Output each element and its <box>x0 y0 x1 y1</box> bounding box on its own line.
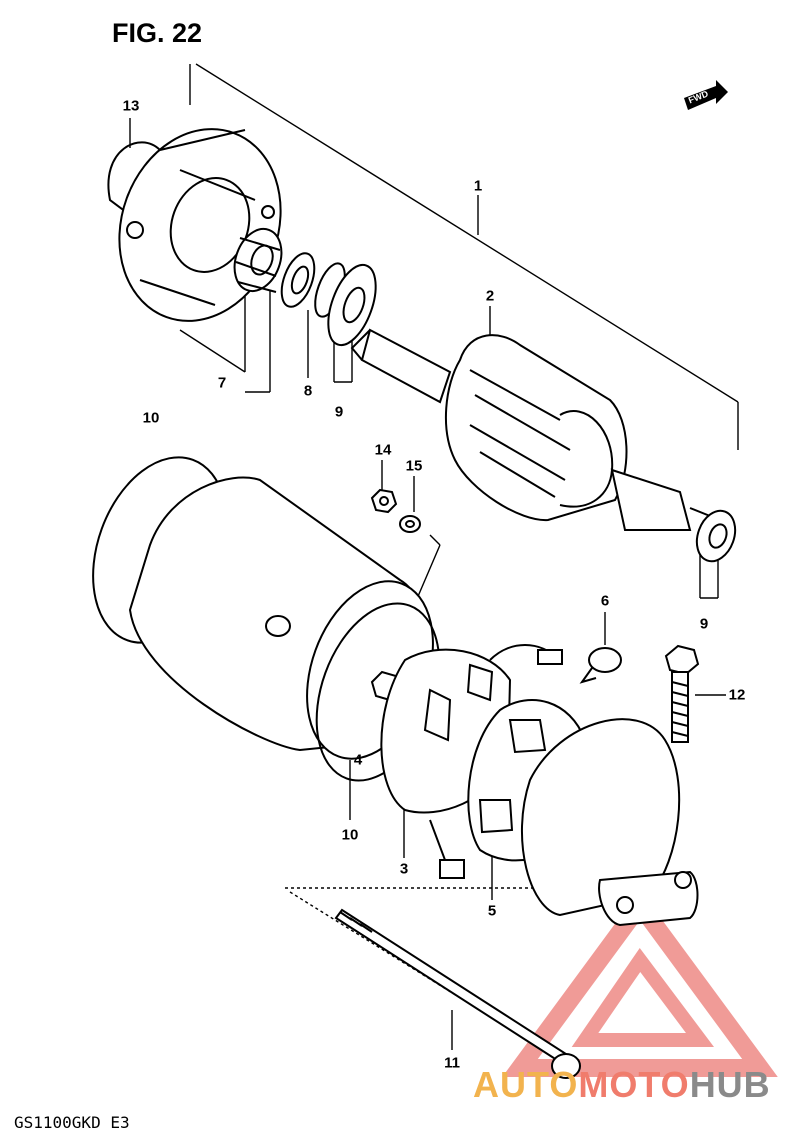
callout-7: 7 <box>217 374 227 392</box>
model-code: GS1100GKD E3 <box>14 1113 130 1132</box>
through-bolt-11 <box>334 908 581 1079</box>
callout-5: 5 <box>487 902 497 920</box>
bearing-7 <box>233 228 283 293</box>
figure-title: FIG. 22 <box>112 18 203 48</box>
callout-1: 1 <box>473 177 483 195</box>
housing-end-cover <box>118 128 282 322</box>
washer-9-lower <box>695 509 737 563</box>
callout-9-lower: 9 <box>699 615 709 633</box>
brush-spring-6 <box>579 647 622 684</box>
callout-3: 3 <box>399 860 409 878</box>
callout-2: 2 <box>485 287 495 305</box>
callout-10-lower: 10 <box>341 826 359 844</box>
watermark-auto: AUTO <box>473 1064 579 1105</box>
watermark-text: AUTOMOTOHUB <box>473 1064 771 1106</box>
callout-8: 8 <box>303 382 313 400</box>
fwd-arrow-icon <box>684 80 728 110</box>
watermark-logo <box>502 889 778 1077</box>
callout-14: 14 <box>374 441 392 459</box>
callout-9-upper: 9 <box>334 403 344 421</box>
bolt-12 <box>664 644 700 743</box>
watermark-hub: HUB <box>689 1064 771 1105</box>
watermark-moto: MOTO <box>578 1064 690 1105</box>
washer-9-upper <box>314 262 377 347</box>
callout-6: 6 <box>600 592 610 610</box>
callout-12: 12 <box>728 686 746 704</box>
callout-4: 4 <box>353 751 363 769</box>
callout-13: 13 <box>122 97 140 115</box>
callout-11: 11 <box>444 1054 460 1072</box>
rear-cover <box>521 718 699 927</box>
washer-15 <box>399 515 421 533</box>
armature-2 <box>350 328 721 531</box>
spacer-8 <box>280 252 316 308</box>
nut-14 <box>370 488 398 514</box>
callout-15: 15 <box>405 457 423 475</box>
callout-10-upper: 10 <box>142 409 160 427</box>
